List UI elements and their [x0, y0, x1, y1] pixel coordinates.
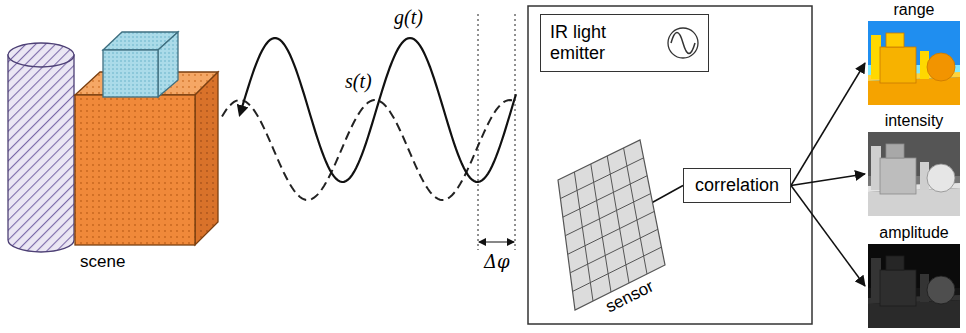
orange-cube-front [75, 95, 195, 245]
signal-label: s(t) [343, 70, 374, 92]
picture-cylinder [871, 146, 881, 190]
blue-cube-side [158, 32, 178, 97]
image-heading: intensity [866, 112, 962, 130]
phase-arrow [479, 241, 514, 242]
phase-guide-line [515, 14, 516, 250]
oscillator-symbol [666, 26, 700, 60]
image-heading: range [866, 1, 962, 19]
picture-big-box [880, 47, 916, 83]
free-label: Δφ [482, 251, 512, 273]
signal-waves [222, 38, 516, 200]
picture-cylinder [871, 35, 881, 79]
emitted-signal-wave [222, 100, 516, 200]
sensor-grid-line [560, 158, 643, 199]
picture-ground [868, 21, 960, 105]
cylinder-body [8, 55, 74, 252]
output-image: intensity [866, 112, 962, 216]
sensor-grid-line [570, 229, 658, 273]
free-label: g(t) [392, 6, 425, 28]
sensor-grid-line [574, 172, 593, 301]
sensor-grid-line [568, 211, 655, 254]
image-picture [868, 21, 960, 105]
image-picture [868, 132, 960, 216]
picture-big-box [880, 158, 916, 194]
image-picture [868, 244, 960, 328]
phase-label: Δφ [482, 251, 512, 273]
image-heading: amplitude [866, 224, 962, 242]
reflected-signal-wave [240, 38, 516, 182]
connector-arrow [791, 63, 865, 186]
sensor-array: sensor [550, 132, 675, 317]
emitter-label: IR light emitter [550, 22, 658, 64]
output-image: range [866, 1, 962, 105]
picture-sphere [927, 164, 955, 192]
picture-small-box [886, 33, 904, 47]
picture-ground [868, 244, 960, 328]
output-image: amplitude [866, 224, 962, 328]
box-label: correlation [695, 175, 779, 196]
signal-label: g(t) [392, 6, 425, 28]
oscillator-sine [671, 33, 695, 54]
sensor-grid-line [591, 164, 611, 292]
sensor-grid-line [607, 156, 629, 283]
picture-sphere [927, 53, 955, 81]
camera-housing [528, 6, 812, 324]
free-label: s(t) [343, 70, 374, 92]
connector-arrow [791, 186, 865, 287]
picture-sphere [927, 276, 955, 304]
picture-small-box [886, 256, 904, 270]
cylinder-top [8, 43, 74, 67]
sensor-grid-line [624, 148, 647, 274]
sensor-grid-line [563, 176, 647, 217]
picture-big-box [880, 270, 916, 306]
emitter-box: IR light emitter [540, 14, 709, 72]
picture-ground [868, 132, 960, 216]
oscillator-circle [668, 28, 698, 58]
sensor-grid-line [565, 194, 650, 236]
picture-cylinder [871, 258, 881, 302]
phase-guide-line [478, 14, 479, 250]
free-label: scene [78, 252, 127, 272]
sensor-grid [550, 132, 675, 317]
scene-label: scene [78, 252, 127, 272]
picture-small-box [886, 144, 904, 158]
blue-cube-front [103, 50, 158, 97]
orange-cube-side [195, 72, 218, 245]
connector-arrow [791, 174, 865, 186]
process-box: correlation [683, 168, 791, 203]
